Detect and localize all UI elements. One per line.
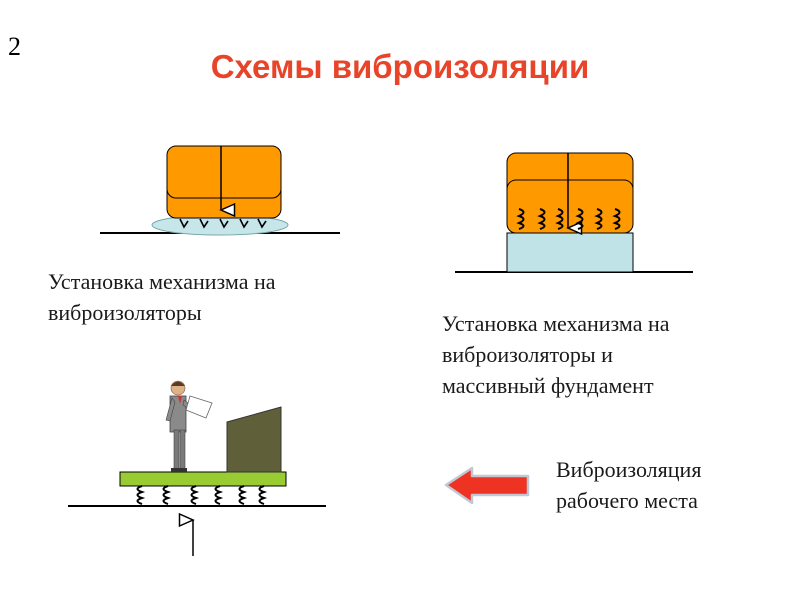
scheme2-isolator-springs: [516, 208, 621, 230]
worker-with-document-icon: [165, 380, 213, 472]
scheme2-massive-foundation: [506, 232, 634, 273]
caption-scheme1: Установка механизма на виброизоляторы: [48, 269, 276, 325]
scheme1-isolator-springs: [179, 218, 267, 229]
scheme1-machine-body-top: [166, 145, 282, 199]
scheme2-isolators-and-foundation: [455, 152, 693, 273]
left-arrow-icon: [444, 466, 530, 505]
scheme2-machine-body-bottom: [506, 179, 634, 234]
scheme3-platform: [119, 471, 287, 487]
slide-number: 2: [8, 32, 21, 61]
scheme1-machine-on-isolators: [100, 145, 340, 236]
caption-scheme2: Установка механизма на виброизоляторы и …: [442, 311, 670, 398]
caption-scheme3: Виброизоляция рабочего места: [556, 457, 702, 513]
slide-title: Схемы виброизоляции: [210, 48, 590, 85]
scheme3-workplace-isolation: [68, 380, 326, 556]
scheme3-isolator-springs: [136, 485, 268, 505]
scheme3-equipment-cabinet: [226, 406, 282, 473]
